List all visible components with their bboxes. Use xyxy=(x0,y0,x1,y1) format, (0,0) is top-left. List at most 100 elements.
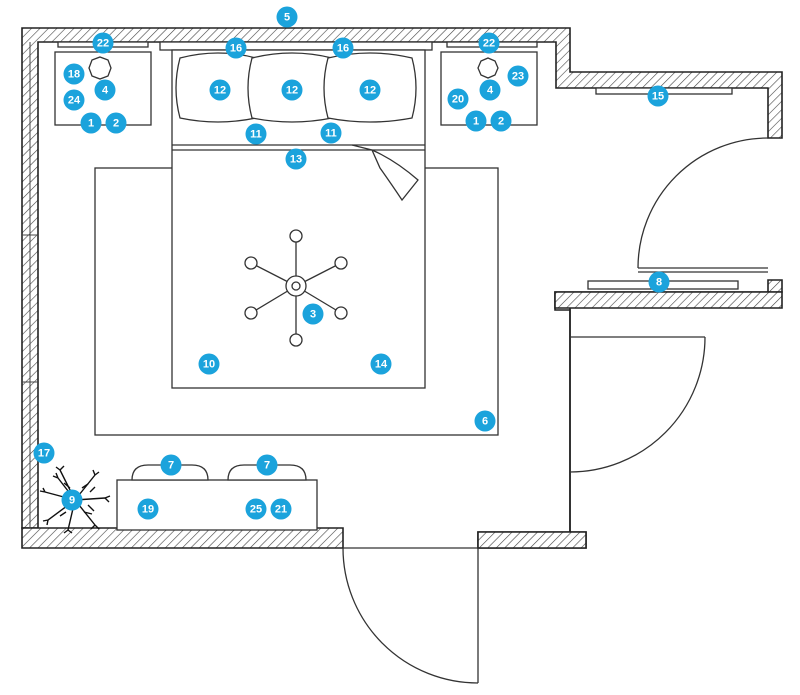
marker-5: 5 xyxy=(276,6,298,28)
marker-label: 17 xyxy=(38,448,50,460)
marker-label: 21 xyxy=(275,504,287,516)
marker-badge xyxy=(198,353,220,375)
lamp-left xyxy=(88,56,112,80)
marker-badge xyxy=(209,79,231,101)
marker-badge xyxy=(370,353,392,375)
lamp-right xyxy=(477,57,499,79)
marker-label: 22 xyxy=(97,38,109,50)
marker-badge xyxy=(474,410,496,432)
marker-badge xyxy=(61,489,83,511)
marker-13: 13 xyxy=(285,148,307,170)
marker-1: 1 xyxy=(465,110,487,132)
marker-16: 16 xyxy=(225,37,247,59)
marker-22: 22 xyxy=(92,32,114,54)
marker-badge xyxy=(63,89,85,111)
marker-badge xyxy=(80,112,102,134)
marker-label: 10 xyxy=(203,359,215,371)
marker-label: 7 xyxy=(264,460,270,472)
marker-18: 18 xyxy=(63,63,85,85)
marker-20: 20 xyxy=(447,88,469,110)
plant xyxy=(39,465,111,534)
marker-badge xyxy=(276,6,298,28)
marker-badge xyxy=(245,498,267,520)
marker-24: 24 xyxy=(63,89,85,111)
marker-11: 11 xyxy=(245,123,267,145)
marker-badge xyxy=(285,148,307,170)
marker-label: 24 xyxy=(68,95,81,107)
marker-17: 17 xyxy=(33,442,55,464)
marker-badge xyxy=(302,303,324,325)
marker-label: 4 xyxy=(487,85,494,97)
marker-11: 11 xyxy=(320,122,342,144)
marker-23: 23 xyxy=(507,65,529,87)
marker-2: 2 xyxy=(490,110,512,132)
marker-10: 10 xyxy=(198,353,220,375)
marker-label: 2 xyxy=(113,118,119,130)
chandelier xyxy=(244,229,348,347)
marker-1: 1 xyxy=(80,112,102,134)
marker-badge xyxy=(105,112,127,134)
marker-label: 18 xyxy=(68,69,80,81)
marker-badge xyxy=(359,79,381,101)
marker-badge xyxy=(648,271,670,293)
marker-7: 7 xyxy=(256,454,278,476)
marker-label: 19 xyxy=(142,504,154,516)
marker-12: 12 xyxy=(281,79,303,101)
marker-badge xyxy=(281,79,303,101)
marker-4: 4 xyxy=(94,79,116,101)
left-window xyxy=(22,42,38,528)
marker-label: 13 xyxy=(290,154,302,166)
marker-label: 16 xyxy=(230,43,242,55)
marker-7: 7 xyxy=(160,454,182,476)
marker-label: 7 xyxy=(168,460,174,472)
marker-label: 2 xyxy=(498,116,504,128)
marker-14: 14 xyxy=(370,353,392,375)
marker-label: 3 xyxy=(310,309,316,321)
marker-badge xyxy=(647,85,669,107)
marker-label: 8 xyxy=(656,277,662,289)
marker-badge xyxy=(332,37,354,59)
marker-label: 11 xyxy=(250,129,262,141)
marker-21: 21 xyxy=(270,498,292,520)
marker-label: 1 xyxy=(88,118,94,130)
marker-badge xyxy=(33,442,55,464)
marker-15: 15 xyxy=(647,85,669,107)
marker-label: 16 xyxy=(337,43,349,55)
marker-label: 11 xyxy=(325,128,337,140)
marker-label: 1 xyxy=(473,116,479,128)
marker-4: 4 xyxy=(479,79,501,101)
marker-badge xyxy=(63,63,85,85)
right-door-lower xyxy=(569,336,706,473)
marker-badge xyxy=(92,32,114,54)
marker-25: 25 xyxy=(245,498,267,520)
marker-badge xyxy=(256,454,278,476)
marker-8: 8 xyxy=(648,271,670,293)
marker-label: 22 xyxy=(483,38,495,50)
right-wall-lower xyxy=(477,291,783,549)
marker-6: 6 xyxy=(474,410,496,432)
marker-label: 15 xyxy=(652,91,664,103)
marker-label: 12 xyxy=(364,85,376,97)
folded-blanket xyxy=(351,144,419,202)
bottom-right-wall xyxy=(477,279,783,549)
marker-label: 6 xyxy=(482,416,488,428)
marker-badge xyxy=(479,79,501,101)
marker-badge xyxy=(225,37,247,59)
marker-label: 4 xyxy=(102,85,109,97)
marker-label: 25 xyxy=(250,504,262,516)
marker-19: 19 xyxy=(137,498,159,520)
right-door-upper xyxy=(637,137,769,273)
marker-label: 5 xyxy=(284,12,290,24)
marker-12: 12 xyxy=(359,79,381,101)
marker-9: 9 xyxy=(61,489,83,511)
marker-badge xyxy=(94,79,116,101)
marker-16: 16 xyxy=(332,37,354,59)
marker-badge xyxy=(465,110,487,132)
marker-badge xyxy=(490,110,512,132)
marker-12: 12 xyxy=(209,79,231,101)
marker-label: 23 xyxy=(512,71,524,83)
marker-label: 9 xyxy=(69,495,75,507)
walls xyxy=(21,27,783,549)
marker-badge xyxy=(447,88,469,110)
